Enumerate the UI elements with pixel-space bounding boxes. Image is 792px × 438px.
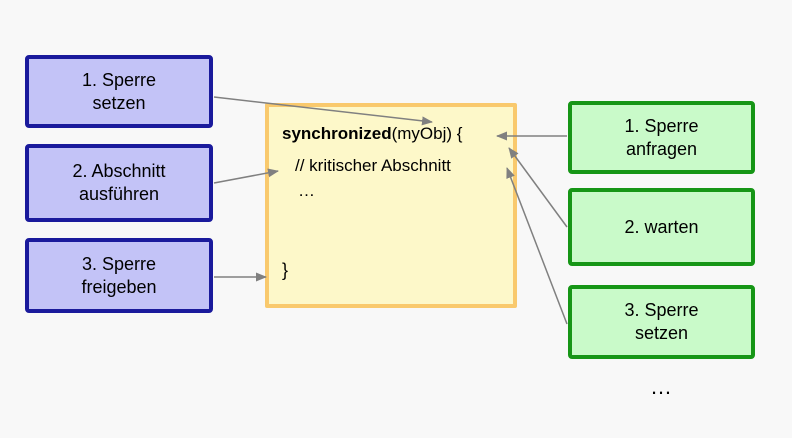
code-line-synchronized: synchronized(myObj) { [282,124,462,144]
right-step-3-line1: 3. Sperre [624,300,699,320]
left-step-2-line1: 2. Abschnitt [72,161,166,181]
code-keyword: synchronized [282,124,392,143]
right-step-box-1: 1. Sperre anfragen [568,101,755,174]
left-step-3-line1: 3. Sperre [81,253,157,274]
left-step-3-line2: freigeben [81,276,157,297]
left-step-1-line2: setzen [92,92,146,113]
code-box: synchronized(myObj) { // kritischer Absc… [265,103,517,308]
left-step-box-2: 2. Abschnitt ausführen [25,144,213,222]
continuation-ellipsis: … [650,374,673,399]
left-step-box-3: 3. Sperre freigeben [25,238,213,313]
code-line-comment: // kritischer Abschnitt [295,156,451,175]
right-step-2-line1: 2. warten [624,216,699,237]
code-line-closing-brace: } [282,260,289,280]
left-step-box-1: 1. Sperre setzen [25,55,213,128]
code-line-ellipsis: … [298,181,315,200]
right-step-1-line2: anfragen [625,138,698,159]
arrow-right2-to-code-icon [508,147,568,228]
right-step-1-line1: 1. Sperre [624,115,699,136]
right-step-box-3: 3. Sperre setzen [568,285,755,359]
left-step-2-line2: ausführen [78,184,160,204]
right-step-3-line2: setzen [634,323,689,343]
left-step-1-line1: 1. Sperre [81,69,157,90]
right-step-box-2: 2. warten [568,188,755,266]
code-line1-rest: (myObj) { [391,124,463,143]
